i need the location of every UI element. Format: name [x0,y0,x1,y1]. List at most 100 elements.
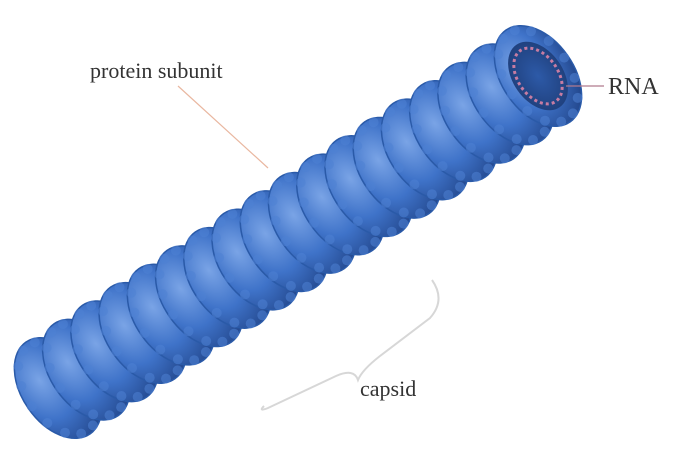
protein-subunit-bead [76,429,86,439]
protein-subunit-bead [443,190,453,200]
protein-subunit-bead [540,127,550,137]
protein-subunit-bead [442,70,452,80]
protein-subunit-bead [189,355,199,365]
protein-subunit-bead [98,306,108,316]
protein-subunit-bead [357,125,367,135]
protein-subunit-bead [101,326,111,336]
protein-subunit-bead [127,363,137,373]
protein-subunit-leader-line [178,86,268,168]
protein-subunit-bead [281,236,291,246]
protein-subunit-bead [143,264,153,274]
protein-subunit-bead [330,263,340,273]
protein-subunit-bead [455,182,465,192]
protein-subunit-bead [366,181,376,191]
protein-subunit-bead [440,106,450,116]
protein-subunit-bead [302,282,312,292]
protein-subunit-bead [359,245,369,255]
protein-subunit-bead [183,251,193,261]
protein-subunit-bead [427,200,437,210]
protein-subunit-bead [468,87,478,97]
rna-label: RNA [608,74,659,100]
protein-subunit-bead [244,199,254,209]
protein-subunit-bead [129,308,139,318]
protein-subunit-bead [103,291,113,301]
protein-subunit-bead [171,246,181,256]
protein-subunit-bead [399,208,409,218]
protein-subunit-bead [116,391,126,401]
protein-subunit-bead [397,99,407,109]
protein-subunit-bead [271,216,281,226]
protein-subunit-bead [155,345,165,355]
protein-subunit-bead [409,104,419,114]
protein-subunit-bead [199,227,209,237]
protein-subunit-bead [453,62,463,72]
protein-subunit-bead [482,44,492,54]
protein-subunit-bead [214,253,224,263]
protein-subunit-bead [246,319,256,329]
protein-subunit-bead [71,400,81,410]
protein-subunit-bead [284,172,294,182]
protein-subunit-bead [112,346,122,356]
protein-subunit-bead [352,141,362,151]
protein-subunit-bead [380,123,390,133]
protein-subunit-bead [296,253,306,263]
protein-subunit-bead [342,244,352,254]
protein-subunit-bead [229,329,239,339]
protein-subunit-bead [466,143,476,153]
protein-subunit-bead [412,124,422,134]
protein-subunit-bead [483,164,493,174]
protein-subunit-bead [239,214,249,224]
protein-subunit-bead [258,299,268,309]
protein-subunit-bead [324,159,334,169]
protein-subunit-bead [300,162,310,172]
protein-subunit-bead [465,68,475,78]
protein-subunit-bead [274,300,284,310]
protein-subunit-bead [286,292,296,302]
protein-subunit-bead [58,319,68,329]
protein-subunit-bead [399,219,409,229]
protein-subunit-bead [355,161,365,171]
protein-subunit-bead [472,172,482,182]
protein-subunit-bead [46,327,56,337]
protein-subunit-bead [528,135,538,145]
protein-subunit-bead [126,288,136,298]
protein-subunit-bead [512,134,522,144]
protein-subunit-bead [257,310,267,320]
protein-subunit-bead [522,106,532,116]
protein-subunit-bead [413,89,423,99]
protein-subunit-bead [88,420,98,430]
protein-subunit-bead [296,178,306,188]
protein-subunit-bead [422,144,432,154]
protein-subunit-bead [45,363,55,373]
protein-subunit-bead [573,93,583,103]
protein-subunit-bead [312,154,322,164]
protein-subunit-bead [86,301,96,311]
protein-subunit-bead [88,409,98,419]
protein-subunit-bead [83,365,93,375]
protein-subunit-bead [240,290,250,300]
protein-subunit-bead [158,289,168,299]
protein-subunit-bead [493,49,503,59]
protein-subunit-bead [115,282,125,292]
protein-subunit-bead [479,108,489,118]
protein-subunit-bead [385,107,395,117]
protein-subunit-bead [155,269,165,279]
protein-subunit-bead [438,161,448,171]
protein-subunit-bead [314,263,324,273]
protein-subunit-bead [415,208,425,218]
protein-subunit-bead [437,86,447,96]
protein-subunit-bead [337,200,347,210]
protein-subunit-bead [242,234,252,244]
protein-subunit-bead [570,73,580,83]
protein-subunit-bead [168,310,178,320]
protein-subunit-bead [425,80,435,90]
protein-subunit-bead [409,179,419,189]
protein-subunit-bead [211,233,221,243]
protein-subunit-bead [559,53,569,63]
protein-subunit-bead [384,143,394,153]
protein-subunit-bead [55,383,65,393]
protein-subunit-bead [201,347,211,357]
protein-subunit-bead [16,381,26,391]
protein-subunit-bead [159,254,169,264]
protein-subunit-bead [268,271,278,281]
